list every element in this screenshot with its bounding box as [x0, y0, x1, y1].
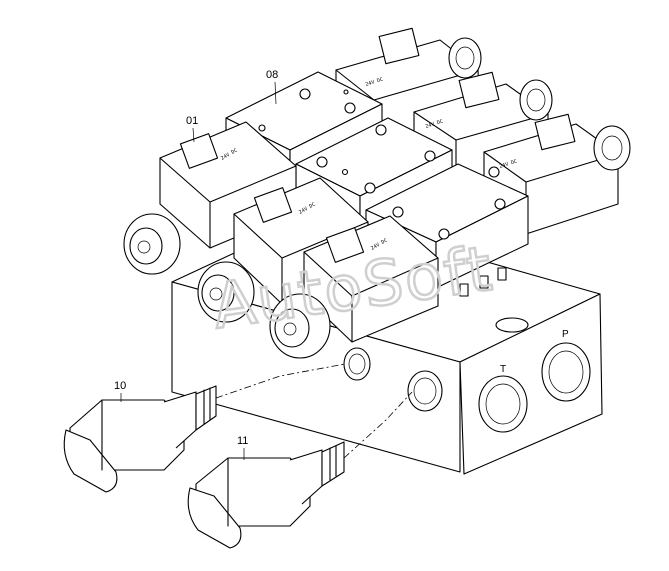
assembly-guide-lines	[215, 363, 413, 459]
callout-10-label: 10	[114, 380, 126, 392]
cartridge-valve-11	[187, 441, 345, 549]
callout-08-label: 08	[266, 69, 278, 81]
coil-label-1: 24V DC	[365, 77, 384, 88]
callout-10: 10	[114, 380, 126, 402]
callout-08: 08	[266, 69, 278, 105]
callout-01: 01	[186, 115, 198, 143]
port-t: T	[478, 364, 528, 433]
cartridge-valve-10	[63, 385, 217, 493]
callout-11-label: 11	[237, 435, 248, 447]
callout-11: 11	[237, 435, 248, 460]
port-p: P	[541, 329, 591, 402]
coil-label-2: 24V DC	[425, 119, 444, 130]
callout-01-label: 01	[186, 115, 198, 127]
port-p-label: P	[562, 329, 569, 340]
coil-label-3: 24V DC	[499, 159, 518, 170]
port-t-label: T	[500, 364, 506, 375]
front-solenoid-3: 24V DC	[269, 215, 439, 359]
